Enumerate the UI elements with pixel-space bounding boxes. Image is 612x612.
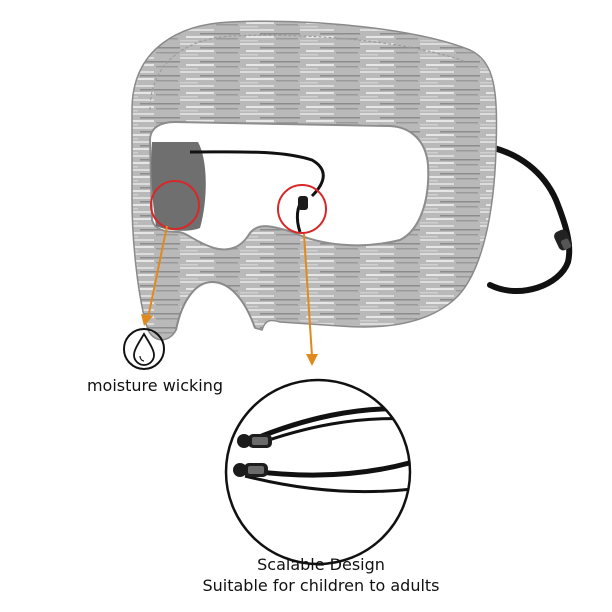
highlight-circle	[150, 180, 200, 230]
cord-stopper	[233, 463, 268, 477]
water-drop-icon	[123, 328, 165, 370]
caption-title: Scalable Design	[257, 555, 385, 574]
pointer-arrow	[147, 225, 168, 319]
cord	[244, 474, 410, 494]
seam	[149, 34, 467, 111]
highlight-circle	[277, 184, 327, 234]
pointer-arrowhead	[141, 314, 153, 326]
strap-toggle	[554, 229, 572, 251]
eye-opening	[148, 120, 430, 251]
inner-strap	[189, 150, 325, 198]
pointer-arrowhead	[306, 354, 318, 366]
cord-stopper	[237, 434, 272, 448]
feature-label-moisture: moisture wicking	[86, 376, 224, 395]
nose-bridge	[175, 280, 256, 331]
inner-lining	[151, 142, 206, 231]
pointer-arrow	[303, 233, 313, 357]
detail-lens	[224, 378, 412, 566]
caption-subtitle: Suitable for children to adults	[202, 576, 440, 595]
